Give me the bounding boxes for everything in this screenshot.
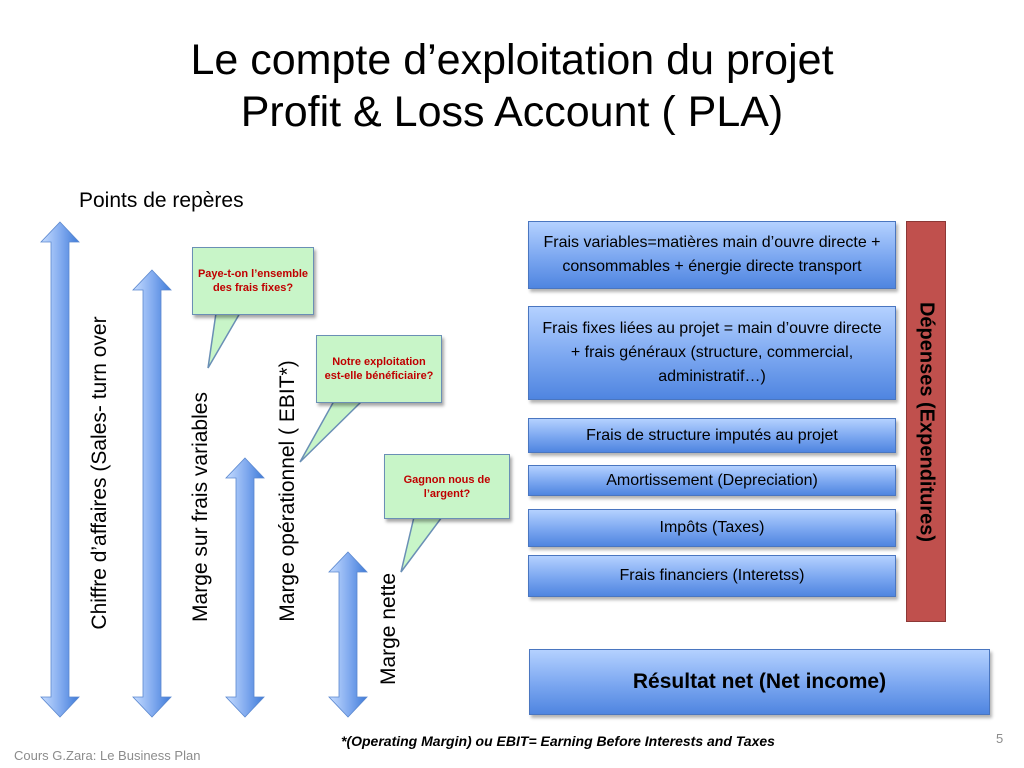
title-line-2: Profit & Loss Account ( PLA): [240, 88, 784, 136]
expenses-bar: [906, 221, 946, 622]
expense-frais-fixes: Frais fixes liées au projet = main d’ouv…: [528, 306, 896, 400]
arrow-marge-operationnel: [225, 457, 265, 718]
points-label: Points de repères: [79, 189, 244, 212]
arrow-marge-frais-variables: [132, 269, 172, 718]
callout-frais-fixes: Paye-t-on l’ensemble des frais fixes?: [192, 247, 314, 315]
label-marge-nette: Marge nette: [377, 572, 400, 686]
expense-frais-financiers: Frais financiers (Interetss): [528, 555, 896, 597]
label-chiffre-affaires: Chiffre d’affaires (Sales- turn over: [88, 316, 111, 630]
expense-impots: Impôts (Taxes): [528, 509, 896, 547]
footer-text: Cours G.Zara: Le Business Plan: [14, 748, 201, 763]
expenses-bar-label: Dépenses (Expenditures): [915, 301, 938, 543]
slide-number: 5: [996, 731, 1004, 746]
label-marge-operationnel: Marge opérationnel ( EBIT*): [276, 360, 299, 622]
footnote: *(Operating Margin) ou EBIT= Earning Bef…: [341, 733, 775, 749]
net-income-box: Résultat net (Net income): [529, 649, 990, 715]
callout-exploitation-beneficiaire: Notre exploitation est-elle bénéficiaire…: [316, 335, 442, 403]
expense-amortissement: Amortissement (Depreciation): [528, 465, 896, 496]
expense-frais-variables: Frais variables=matières main d’ouvre di…: [528, 221, 896, 289]
label-marge-frais-variables: Marge sur frais variables: [189, 392, 212, 622]
callout-gagner-argent: Gagnon nous de l’argent?: [384, 454, 510, 519]
slide-title: Le compte d’exploitation du projet Profi…: [0, 34, 1024, 138]
expense-frais-structure: Frais de structure imputés au projet: [528, 418, 896, 453]
title-line-1: Le compte d’exploitation du projet: [190, 36, 834, 84]
arrow-chiffre-affaires: [40, 221, 80, 718]
arrow-marge-nette: [328, 551, 368, 718]
